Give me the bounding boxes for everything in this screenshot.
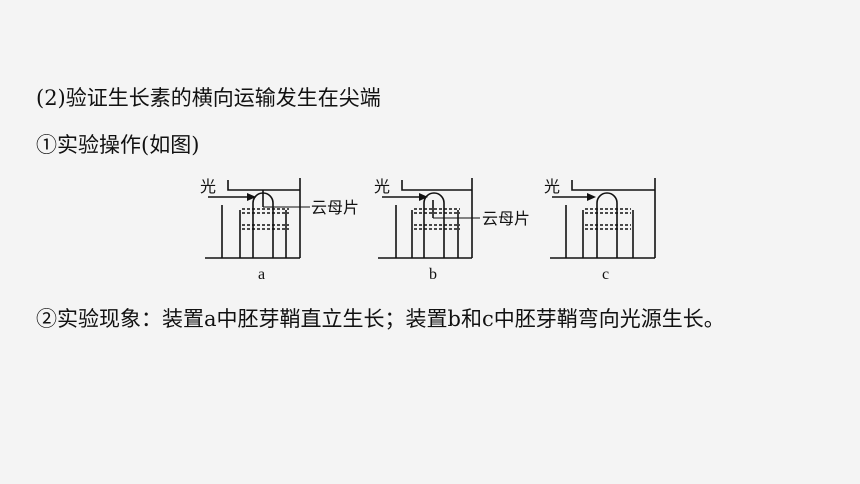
mica-label-a: 云母片 bbox=[311, 198, 359, 217]
section-heading: (2)验证生长素的横向运输发生在尖端 bbox=[36, 86, 381, 110]
panel-b: 光 bbox=[374, 177, 480, 259]
experiment-figure: 光 云母片 a 光 云母片 b bbox=[200, 177, 656, 283]
panel-label-a: a bbox=[258, 266, 265, 283]
light-label: 光 bbox=[374, 177, 390, 196]
experiment-operation-label: ①实验操作(如图) bbox=[36, 133, 200, 157]
panel-label-b: b bbox=[429, 266, 437, 283]
light-label: 光 bbox=[544, 177, 560, 196]
light-label: 光 bbox=[200, 177, 216, 196]
panel-c: 光 bbox=[544, 177, 656, 259]
panel-label-c: c bbox=[602, 266, 609, 283]
experiment-phenomenon: ②实验现象：装置a中胚芽鞘直立生长；装置b和c中胚芽鞘弯向光源生长。 bbox=[36, 307, 725, 331]
panel-a: 光 bbox=[200, 177, 310, 259]
mica-label-b: 云母片 bbox=[482, 209, 530, 228]
